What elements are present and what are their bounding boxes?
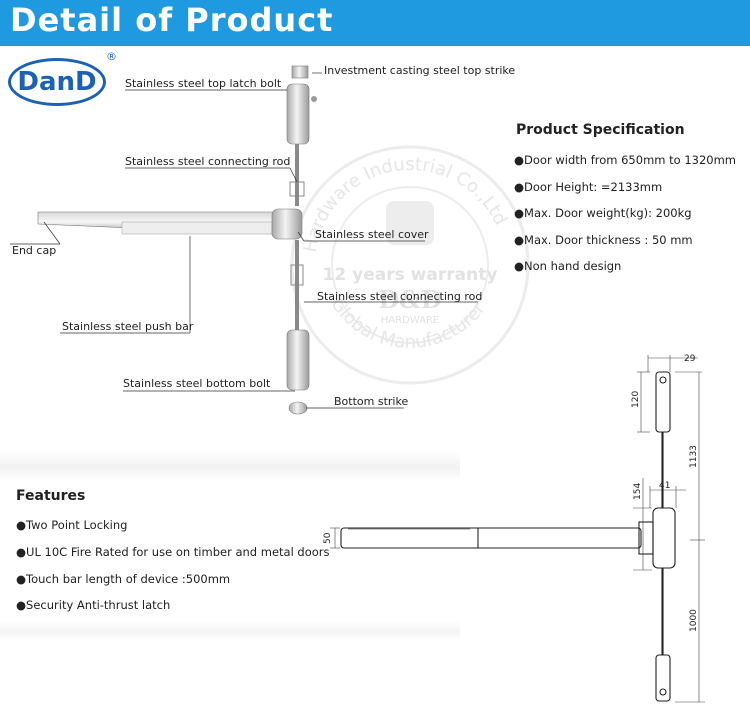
technical-drawing	[340, 371, 676, 702]
spec-item: ●Door width from 650mm to 1320mm	[514, 153, 736, 167]
logo-text: DanD	[17, 67, 97, 97]
label-top-strike: Investment casting steel top strike	[324, 64, 516, 77]
feature-item: ●UL 10C Fire Rated for use on timber and…	[16, 545, 330, 559]
label-connecting-rod-top: Stainless steel connecting rod	[125, 155, 291, 168]
label-end-cap: End cap	[12, 244, 57, 257]
shading-band	[0, 620, 460, 640]
dim-120: 120	[631, 391, 641, 408]
label-bottom-strike: Bottom strike	[334, 395, 409, 408]
dim-29: 29	[684, 354, 696, 364]
watermark-warranty: 12 years warranty	[323, 265, 498, 285]
label-connecting-rod-bottom: Stainless steel connecting rod	[317, 290, 483, 303]
spec-item: ●Max. Door weight(kg): 200kg	[514, 206, 692, 220]
features-title: Features	[16, 488, 86, 504]
spec-title: Product Specification	[516, 122, 685, 138]
page-title: Detail of Product	[10, 1, 334, 39]
spec-item: ●Door Height: =2133mm	[514, 180, 663, 194]
top-strike	[291, 65, 309, 79]
label-push-bar: Stainless steel push bar	[62, 320, 194, 333]
label-bottom-bolt: Stainless steel bottom bolt	[123, 377, 271, 390]
feature-item: ●Two Point Locking	[16, 518, 128, 532]
bottom-bolt	[286, 329, 310, 391]
dim-50: 50	[323, 532, 333, 544]
spec-item: ●Non hand design	[514, 259, 622, 273]
registered-mark: ®	[106, 50, 117, 63]
dim-1133: 1133	[689, 445, 699, 468]
warranty-watermark: Hardware Industrial Co.,Ltd Global Manuf…	[290, 145, 530, 385]
watermark-brand: D&D	[378, 285, 441, 314]
dim-41: 41	[659, 481, 670, 491]
header-banner: Detail of Product	[0, 0, 750, 46]
spec-item: ●Max. Door thickness : 50 mm	[514, 233, 693, 247]
label-cover: Stainless steel cover	[315, 228, 429, 241]
dim-154: 154	[633, 483, 643, 500]
label-top-latch-bolt: Stainless steel top latch bolt	[125, 77, 282, 90]
bottom-strike	[288, 401, 308, 415]
cover	[271, 208, 303, 240]
dim-1000: 1000	[689, 609, 699, 632]
shading-band	[0, 450, 460, 480]
feature-item: ●Touch bar length of device :500mm	[16, 572, 231, 586]
dimension-lines	[330, 355, 705, 703]
dand-logo: DanD	[8, 58, 106, 106]
watermark-sub: HARDWARE	[381, 315, 439, 326]
top-connecting-rod	[295, 144, 299, 206]
feature-item: ●Security Anti-thrust latch	[16, 598, 171, 612]
top-latch-bolt	[286, 83, 310, 145]
